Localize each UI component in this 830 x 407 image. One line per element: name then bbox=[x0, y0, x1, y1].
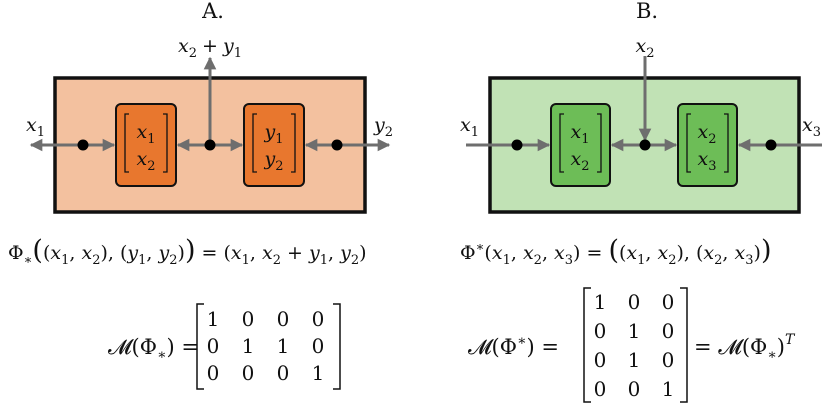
panel-b-matrix-cell-3-0: 0 bbox=[594, 377, 607, 401]
panel-a-matrix-cell-2-0: 0 bbox=[207, 361, 220, 385]
bracket-right bbox=[597, 113, 602, 173]
panel-a-matrix-cell-2-1: 0 bbox=[242, 361, 255, 385]
panel-b-inner-box-2 bbox=[677, 103, 738, 187]
panel-b-matrix-cell-3-2: 1 bbox=[662, 377, 675, 401]
panel-b-matrix-cell-1-1: 1 bbox=[628, 319, 641, 343]
bracket-right bbox=[291, 113, 296, 173]
panel-b-node-mid bbox=[639, 139, 651, 151]
panel-b-matrix-cell-0-2: 0 bbox=[662, 290, 675, 314]
panel-b-node-left bbox=[511, 139, 523, 151]
bracket-left bbox=[686, 113, 691, 173]
panel-a-matrix-cell-0-1: 0 bbox=[242, 307, 255, 331]
panel-a-matrix-cell-2-3: 1 bbox=[312, 361, 325, 385]
panel-a-matrix-cell-1-0: 0 bbox=[207, 334, 220, 358]
panel-a-inner-box-2 bbox=[243, 103, 305, 187]
panel-b-label: B. bbox=[636, 0, 658, 23]
panel-a: A. x2+y1 x1 x2 y1 y2 bbox=[8, 0, 393, 390]
panel-b-equation: Φ∗(x1, x2, x3) = ((x1, x2), (x2, x3)) bbox=[460, 235, 771, 268]
panel-b-matrix-cell-0-0: 1 bbox=[594, 290, 607, 314]
panel-a-matrix-cell-0-2: 0 bbox=[277, 307, 290, 331]
panel-a-node-mid bbox=[204, 139, 216, 151]
svg-text:y2: y2 bbox=[263, 148, 283, 174]
panel-b-top-input-label: x2 bbox=[636, 35, 655, 61]
bracket-left bbox=[124, 113, 129, 173]
panel-b-right-input-label: x3 bbox=[802, 114, 821, 140]
bracket-right bbox=[724, 113, 729, 173]
panel-a-inner-box-1 bbox=[115, 103, 177, 187]
panel-b-box2-vector: x2 x3 bbox=[686, 113, 729, 174]
panel-a-matrix-cell-0-0: 1 bbox=[207, 307, 220, 331]
panel-b-matrix-bracket-left bbox=[583, 287, 591, 403]
panel-a-box1-vector: x1 x2 bbox=[124, 113, 168, 174]
panel-a-equation: Φ∗((x1, x2), (y1, y2)) = (x1, x2 + y1, y… bbox=[8, 235, 367, 268]
panel-a-node-right bbox=[331, 139, 343, 151]
bracket-right bbox=[163, 113, 168, 173]
svg-text:x1: x1 bbox=[571, 121, 590, 147]
panel-a-box2-vector: y1 y2 bbox=[252, 113, 296, 174]
panel-b-matrix-cell-3-1: 0 bbox=[628, 377, 641, 401]
panel-b-inner-box-1 bbox=[550, 103, 611, 187]
panel-b-box1-vector: x1 x2 bbox=[559, 113, 602, 174]
panel-a-matrix-cell-2-2: 0 bbox=[277, 361, 290, 385]
panel-b-matrix-cell-1-2: 0 bbox=[662, 319, 675, 343]
panel-b-matrix-cell-2-1: 1 bbox=[628, 348, 641, 372]
panel-a-label: A. bbox=[201, 0, 224, 23]
svg-text:x2: x2 bbox=[571, 148, 590, 174]
panel-a-matrix-cell-0-3: 0 bbox=[312, 307, 325, 331]
panel-b-matrix-rhs: = 𝓜(Φ∗)T bbox=[694, 332, 796, 363]
panel-a-matrix-bracket-right bbox=[333, 303, 341, 390]
panel-b-matrix-lhs: 𝓜(Φ∗) = bbox=[468, 333, 559, 359]
panel-a-left-output-label: x1 bbox=[26, 114, 45, 140]
svg-text:x2: x2 bbox=[137, 148, 156, 174]
svg-text:x2: x2 bbox=[698, 121, 717, 147]
panel-b-matrix-cell-2-2: 0 bbox=[662, 348, 675, 372]
svg-text:y1: y1 bbox=[263, 121, 283, 147]
panel-b-matrix-cell-1-0: 0 bbox=[594, 319, 607, 343]
panel-a-right-output-label: y2 bbox=[373, 114, 393, 140]
panel-b: B. x2 x1 x2 x2 x3 x1 x3 bbox=[460, 0, 822, 403]
bracket-left bbox=[559, 113, 564, 173]
svg-text:x1: x1 bbox=[137, 121, 156, 147]
panel-a-matrix-lhs: 𝓜(Φ∗) = bbox=[108, 335, 199, 363]
panel-b-matrix-bracket-right bbox=[680, 287, 688, 403]
panel-b-matrix-cell-2-0: 0 bbox=[594, 348, 607, 372]
panel-a-node-left bbox=[77, 139, 89, 151]
panel-a-matrix-cell-1-3: 0 bbox=[312, 334, 325, 358]
panel-b-node-right bbox=[765, 139, 777, 151]
panel-b-left-input-label: x1 bbox=[460, 114, 479, 140]
panel-b-matrix-cell-0-1: 0 bbox=[628, 290, 641, 314]
panel-a-top-output-label: x2+y1 bbox=[178, 35, 242, 61]
svg-text:x3: x3 bbox=[698, 148, 717, 174]
bracket-left bbox=[252, 113, 257, 173]
panel-a-matrix-cell-1-2: 1 bbox=[277, 334, 290, 358]
panel-a-matrix-bracket-left bbox=[196, 303, 204, 390]
panel-a-matrix-cell-1-1: 1 bbox=[242, 334, 255, 358]
